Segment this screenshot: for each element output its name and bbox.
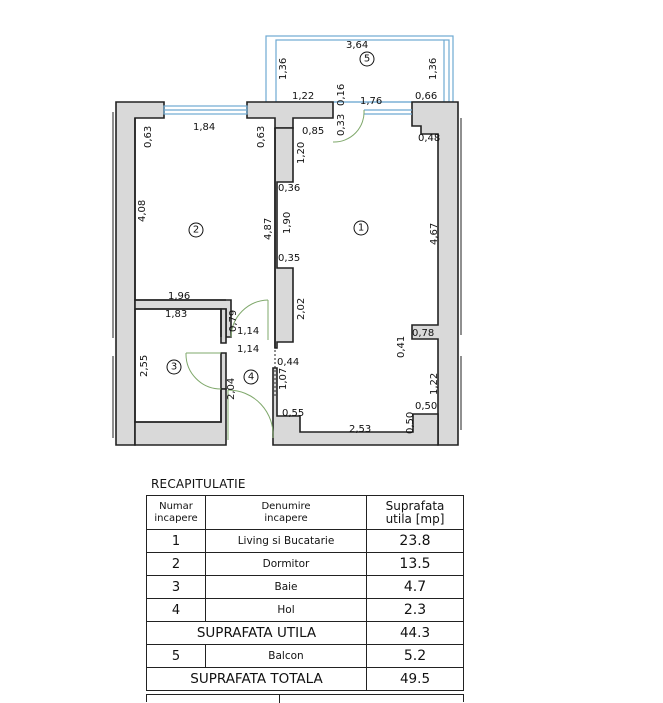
svg-text:0,41: 0,41 [396,336,407,358]
svg-text:0,16: 0,16 [336,84,347,106]
grand-total-label: SUPRAFATA TOTALA [146,667,367,691]
svg-text:2,53: 2,53 [349,424,371,435]
svg-text:1,76: 1,76 [360,96,382,107]
svg-text:1,90: 1,90 [282,212,293,234]
svg-text:0,50: 0,50 [415,401,437,412]
table-row: 2 Dormitor 13.5 [146,552,464,576]
dimension-labels: 3,64 1,22 1,76 0,66 0,85 0,48 1,84 0,36 … [137,40,440,435]
svg-text:1,84: 1,84 [193,122,215,133]
svg-text:0,55: 0,55 [282,408,304,419]
table-row: 3 Baie 4.7 [146,575,464,599]
svg-text:0,36: 0,36 [278,183,300,194]
useful-total-row: SUPRAFATA UTILA 44.3 [146,621,464,645]
svg-text:2,55: 2,55 [139,355,150,377]
svg-text:1,22: 1,22 [292,91,314,102]
room-name: Dormitor [205,552,367,576]
room-number: 4 [146,598,206,622]
svg-text:2,02: 2,02 [296,298,307,320]
svg-text:0,44: 0,44 [277,357,299,368]
useful-total-label: SUPRAFATA UTILA [146,621,367,645]
balcony-door-glass [364,109,412,115]
svg-text:0,33: 0,33 [336,114,347,136]
svg-text:4,67: 4,67 [429,223,440,245]
walls [115,101,459,446]
room-name: Baie [205,575,367,599]
table-continuation [146,694,464,703]
svg-text:4: 4 [248,372,254,383]
svg-text:1,07: 1,07 [278,368,289,390]
svg-text:1,36: 1,36 [278,58,289,80]
bedroom-window [163,105,248,115]
room-name: Balcon [205,644,367,668]
room-markers: 1 2 3 4 5 [166,51,375,385]
svg-text:2: 2 [193,225,199,236]
svg-text:0,63: 0,63 [256,126,267,148]
doors [185,109,365,440]
svg-text:1,14: 1,14 [237,344,259,355]
room-outlines [134,118,276,423]
grand-total-value: 49.5 [366,667,464,691]
table-row: 1 Living si Bucatarie 23.8 [146,529,464,553]
room-area: 23.8 [366,529,464,553]
room-number: 3 [146,575,206,599]
recap-title: RECAPITULATIE [151,477,246,491]
svg-text:1: 1 [358,223,364,234]
svg-text:3: 3 [171,362,177,373]
balcony-railing [265,35,454,103]
grand-total-row: SUPRAFATA TOTALA 49.5 [146,667,464,691]
room-area: 4.7 [366,575,464,599]
useful-total-value: 44.3 [366,621,464,645]
svg-text:0,35: 0,35 [278,253,300,264]
svg-text:1,96: 1,96 [168,291,190,302]
svg-text:0,79: 0,79 [228,310,239,332]
svg-text:0,50: 0,50 [405,412,416,434]
svg-text:2,04: 2,04 [226,378,237,400]
svg-text:1,22: 1,22 [429,373,440,395]
svg-text:0,85: 0,85 [302,126,324,137]
table-row-balcony: 5 Balcon 5.2 [146,644,464,668]
svg-text:1,36: 1,36 [428,58,439,80]
svg-text:0,63: 0,63 [143,126,154,148]
room-number: 5 [146,644,206,668]
table-row: 4 Hol 2.3 [146,598,464,622]
room-number: 2 [146,552,206,576]
room-name: Hol [205,598,367,622]
svg-text:5: 5 [364,54,370,65]
room-area: 13.5 [366,552,464,576]
svg-text:1,20: 1,20 [296,142,307,164]
svg-text:3,64: 3,64 [346,40,368,51]
room-area: 5.2 [366,644,464,668]
svg-text:4,87: 4,87 [263,218,274,240]
svg-text:1,83: 1,83 [165,309,187,320]
room-name: Living si Bucatarie [205,529,367,553]
room-area: 2.3 [366,598,464,622]
svg-text:0,48: 0,48 [418,133,440,144]
svg-text:4,08: 4,08 [137,200,148,222]
room-number: 1 [146,529,206,553]
svg-text:1,14: 1,14 [237,326,259,337]
svg-text:0,66: 0,66 [415,91,437,102]
floor-plan: 1 2 3 4 5 3,64 1,22 1,76 0,66 0,85 0,48 … [112,35,462,446]
svg-text:0,78: 0,78 [412,328,434,339]
